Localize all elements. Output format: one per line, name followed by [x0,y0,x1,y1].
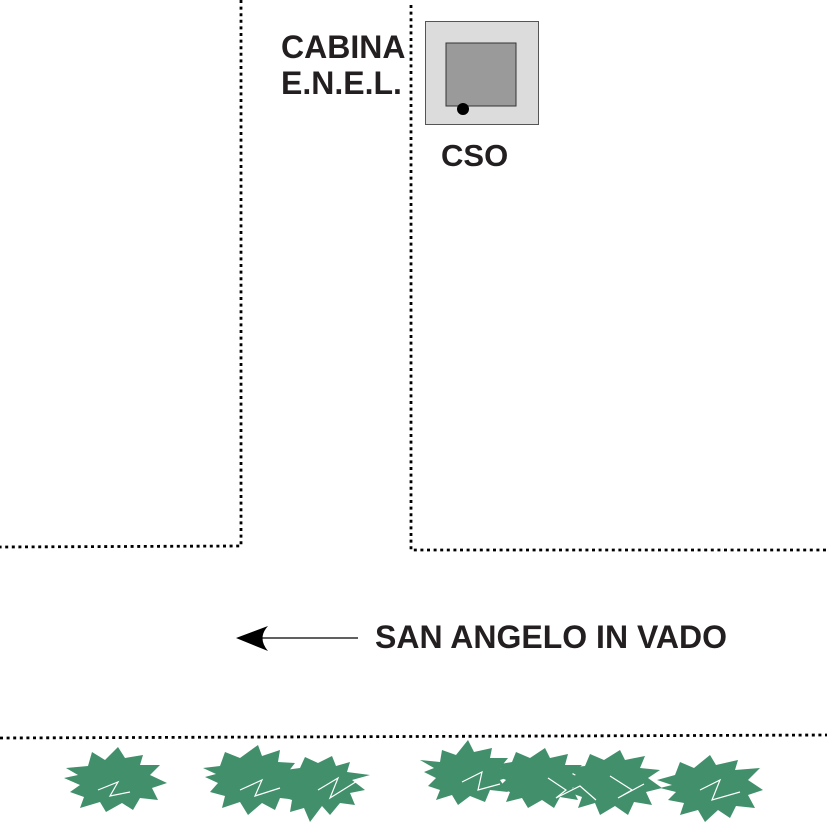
road-edge-boundary [0,733,827,740]
bush-texture [699,778,741,801]
left-lot-boundary [0,0,243,549]
bush-icon [203,745,300,815]
direction-label: SAN ANGELO IN VADO [375,619,727,655]
cso-label: CSO [441,138,508,173]
bush-texture [547,777,597,801]
bush-texture [609,775,645,799]
bush-texture [239,778,281,797]
bush-texture [97,780,131,797]
bush-icon [565,750,662,815]
cabin-inner-square [445,42,517,107]
bush-icon [64,747,167,812]
arrow-head [236,626,268,651]
bush-icon [657,755,763,822]
bush-icon [420,740,515,805]
arrow-left-icon [236,626,358,651]
vegetation-texture [97,770,741,801]
dot-marker-icon [457,103,469,115]
cabin-label-line2: E.N.E.L. [281,65,402,101]
bush-texture [461,770,501,791]
cabin-label-line1: CABINA [281,29,405,65]
enel-cabin [425,21,539,125]
vegetation-row [64,740,763,822]
bush-icon [280,756,370,822]
bush-texture [317,776,363,800]
